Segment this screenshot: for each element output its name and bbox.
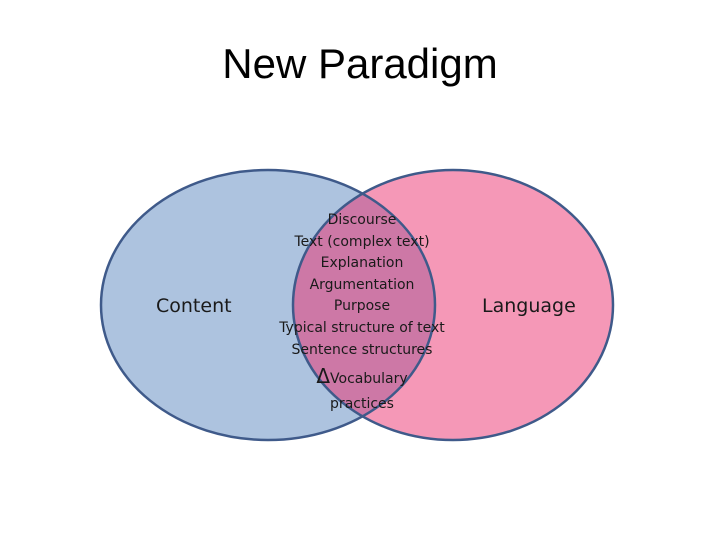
overlap-item: Discourse	[327, 212, 397, 228]
overlap-item: Purpose	[333, 298, 391, 315]
overlap-item: Sentence structures	[291, 341, 433, 358]
overlap-text: Discourse Text (complex text) Explanatio…	[262, 210, 462, 416]
vocabulary-text: Vocabulary	[330, 371, 408, 388]
content-circle-outline	[99, 168, 437, 442]
language-label: Language	[482, 295, 576, 317]
overlap-item: Argumentation	[309, 276, 415, 293]
overlap-item-vocabulary: ΔVocabulary	[262, 361, 462, 394]
overlap-item: Explanation	[320, 255, 404, 272]
overlap-item: practices	[330, 396, 394, 413]
content-label: Content	[156, 295, 232, 317]
language-circle-outline	[291, 168, 615, 442]
delta-symbol: Δ	[316, 364, 331, 389]
slide-title: New Paradigm	[222, 40, 498, 87]
overlap-region	[293, 170, 435, 440]
overlap-item: Text (complex text)	[294, 233, 430, 250]
overlap-item: Typical structure of text	[279, 319, 445, 336]
